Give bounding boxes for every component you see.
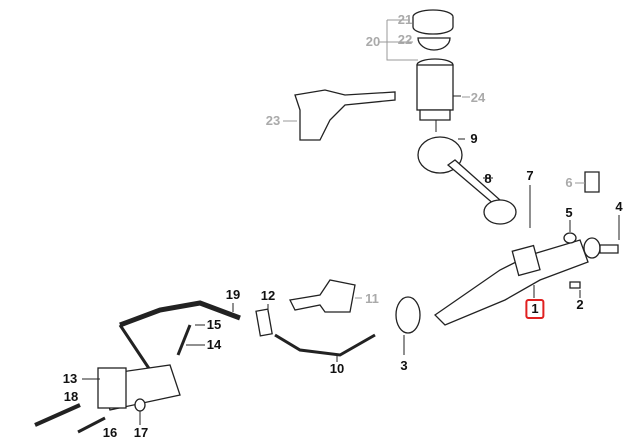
part-label-23[interactable]: 23 bbox=[265, 113, 281, 128]
part-label-14[interactable]: 14 bbox=[206, 337, 222, 352]
pipe bbox=[274, 333, 376, 357]
part-label-20[interactable]: 20 bbox=[365, 34, 381, 49]
part-label-21[interactable]: 21 bbox=[397, 12, 413, 27]
reservoir-cap bbox=[412, 9, 454, 35]
master-cylinder bbox=[433, 239, 589, 326]
part-label-7[interactable]: 7 bbox=[526, 168, 534, 183]
part-label-22[interactable]: 22 bbox=[397, 32, 413, 47]
reservoir-strainer bbox=[417, 37, 451, 51]
part-label-5[interactable]: 5 bbox=[565, 205, 573, 220]
hose bbox=[119, 300, 241, 328]
bracket bbox=[294, 89, 396, 141]
part-label-3[interactable]: 3 bbox=[400, 358, 408, 373]
boot bbox=[395, 296, 421, 334]
bracket-11 bbox=[289, 279, 356, 313]
part-label-4[interactable]: 4 bbox=[615, 199, 623, 214]
part-label-19[interactable]: 19 bbox=[225, 287, 241, 302]
part-label-8[interactable]: 8 bbox=[484, 171, 492, 186]
part-label-24[interactable]: 24 bbox=[470, 90, 486, 105]
reservoir bbox=[416, 58, 461, 121]
part-label-10[interactable]: 10 bbox=[329, 361, 345, 376]
part-label-12[interactable]: 12 bbox=[260, 288, 276, 303]
part-label-16[interactable]: 16 bbox=[102, 425, 118, 440]
part-label-15[interactable]: 15 bbox=[206, 317, 222, 332]
part-label-18[interactable]: 18 bbox=[63, 389, 79, 404]
part-label-1-selected[interactable]: 1 bbox=[525, 299, 545, 319]
part-label-9[interactable]: 9 bbox=[470, 131, 478, 146]
part-label-6[interactable]: 6 bbox=[565, 175, 573, 190]
part-label-13[interactable]: 13 bbox=[62, 371, 78, 386]
part-label-11[interactable]: 11 bbox=[365, 291, 379, 306]
part-label-17[interactable]: 17 bbox=[133, 425, 149, 440]
part-label-2[interactable]: 2 bbox=[576, 297, 584, 312]
